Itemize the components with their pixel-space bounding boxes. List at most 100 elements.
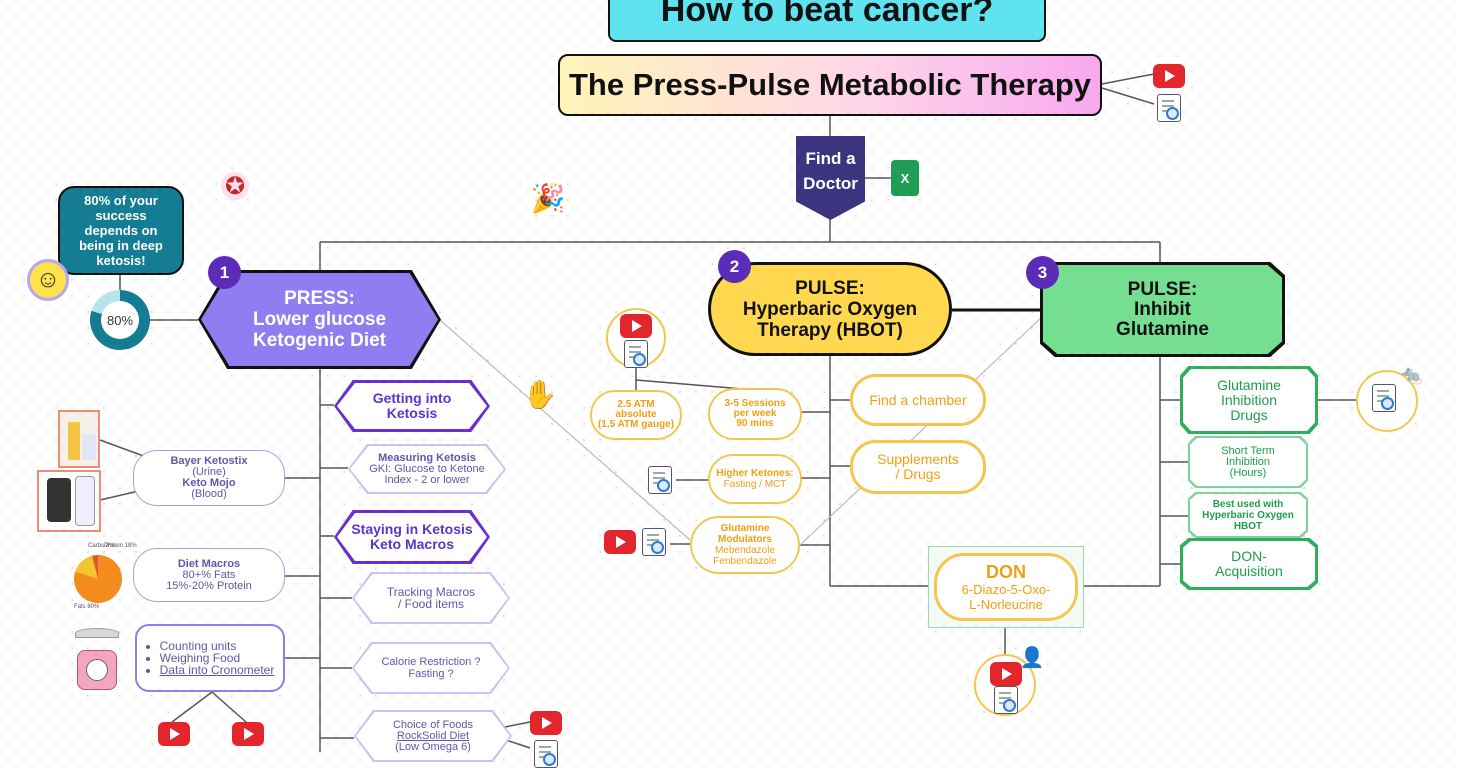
step-getting-into-ketosis[interactable]: Getting into Ketosis	[337, 383, 487, 429]
tracking-list-node[interactable]: Counting units Weighing Food Data into C…	[135, 624, 285, 692]
step3-line2: Keto Macros	[369, 536, 455, 552]
research-doc-icon[interactable]	[1372, 384, 1396, 412]
glutamine-drugs-node[interactable]: Glutamine Inhibition Drugs	[1183, 369, 1315, 431]
ketostix-label: Bayer Ketostix	[170, 455, 248, 467]
party-popper-icon: 🎉	[530, 182, 566, 214]
keto-mojo-type: (Blood)	[191, 488, 227, 500]
ketones-line1: Higher Ketones:	[716, 468, 794, 479]
step6-line2: RockSolid Diet	[396, 729, 470, 742]
step-measuring-ketosis[interactable]: Measuring Ketosis GKI: Glucose to Ketone…	[350, 446, 504, 492]
step-number-3-text: 3	[1037, 262, 1048, 282]
drugs-line1: Glutamine	[1217, 376, 1281, 393]
research-doc-icon[interactable]	[642, 528, 666, 556]
best-used-node[interactable]: Best used with Hyperbaric Oxygen HBOT	[1190, 494, 1306, 536]
tracking-item-2: Weighing Food	[160, 652, 275, 664]
step6-line1: Choice of Foods	[392, 718, 474, 731]
modulators-line4: Fenbendazole	[713, 556, 777, 567]
hbot-line3: Therapy (HBOT)	[757, 319, 903, 341]
success-bubble: 80% of your success depends on being in …	[58, 186, 184, 275]
therapy-title-text: The Press-Pulse Metabolic Therapy	[568, 67, 1091, 102]
atm-pressure-node[interactable]: 2.5 ATM absolute (1.5 ATM gauge)	[590, 390, 682, 440]
atm-line2: absolute	[615, 409, 657, 420]
ketostix-product-image	[58, 410, 100, 468]
youtube-icon[interactable]	[990, 662, 1022, 686]
short-term-node[interactable]: Short Term Inhibition (Hours)	[1190, 438, 1306, 486]
research-doc-icon[interactable]	[534, 740, 558, 768]
ketostix-box	[82, 434, 96, 460]
excel-icon[interactable]: X	[891, 160, 919, 196]
step-number-2: 2	[718, 250, 751, 283]
supplements-node[interactable]: Supplements / Drugs	[850, 440, 986, 494]
pie-label-carbs: Carbs 2%	[88, 543, 115, 549]
press-line1: PRESS:	[284, 288, 355, 309]
acquisition-node[interactable]: DON- Acquisition	[1183, 541, 1315, 587]
press-node[interactable]: PRESS: Lower glucose Ketogenic Diet	[201, 273, 438, 366]
youtube-icon[interactable]	[158, 722, 190, 746]
find-doctor-node[interactable]: Find a Doctor	[796, 136, 865, 220]
hbot-line1: PULSE:	[795, 277, 865, 299]
find-chamber-node[interactable]: Find a chamber	[850, 374, 986, 426]
diet-macros-fats: 80+% Fats	[182, 568, 236, 581]
keto-mojo-meter	[47, 478, 71, 522]
donut-percent: 80%	[106, 312, 134, 328]
step2-line1: Measuring Ketosis	[378, 451, 476, 464]
glutamine-node[interactable]: PULSE: Inhibit Glutamine	[1043, 265, 1282, 354]
step4-line2: / Food items	[397, 597, 465, 611]
scale-dial	[86, 659, 108, 681]
ketones-line2: Fasting / MCT	[723, 479, 787, 490]
higher-ketones-node[interactable]: Higher Ketones: Fasting / MCT	[708, 454, 802, 504]
doctor-line1: Find a	[805, 149, 856, 168]
research-doc-icon[interactable]	[994, 686, 1018, 714]
step-number-1: 1	[208, 256, 241, 289]
best-used-line1: Best used with	[1212, 498, 1284, 510]
step-choice-of-foods[interactable]: Choice of Foods RockSolid Diet (Low Omeg…	[356, 712, 510, 760]
step-calorie-restriction[interactable]: Calorie Restriction ? Fasting ?	[354, 644, 508, 692]
step3-line1: Staying in Ketosis	[351, 521, 473, 537]
modulators-line1: Glutamine	[720, 523, 770, 534]
keto-mojo-phone	[75, 476, 95, 526]
step-staying-in-ketosis[interactable]: Staying in Ketosis Keto Macros	[337, 513, 487, 561]
research-doc-icon[interactable]	[648, 466, 672, 494]
step4-line1: Tracking Macros	[386, 585, 476, 599]
chamber-label: Find a chamber	[869, 392, 967, 408]
step-number-1-text: 1	[219, 262, 230, 282]
youtube-icon[interactable]	[530, 711, 562, 735]
youtube-icon[interactable]	[604, 530, 636, 554]
therapy-title: The Press-Pulse Metabolic Therapy	[558, 54, 1102, 116]
don-line2: L-Norleucine	[969, 597, 1043, 612]
supplements-line1: Supplements	[877, 451, 959, 467]
donut-label: 80%	[101, 301, 139, 339]
don-node[interactable]: DON 6-Diazo-5-Oxo- L-Norleucine	[934, 553, 1078, 621]
step1-line1: Getting into	[372, 390, 452, 406]
ketone-tools-node[interactable]: Bayer Ketostix (Urine) Keto Mojo (Blood)	[133, 450, 285, 506]
kitchen-scale-icon	[73, 628, 121, 692]
youtube-icon[interactable]	[1153, 64, 1185, 88]
supplements-line2: / Drugs	[895, 466, 941, 482]
keto-mojo-label: Keto Mojo	[182, 477, 236, 489]
research-doc-icon[interactable]	[1157, 94, 1181, 122]
step5-line1: Calorie Restriction ?	[381, 656, 481, 668]
waving-hand-icon: ✋	[522, 378, 558, 410]
sessions-line1: 3-5 Sessions	[724, 398, 786, 409]
step6-line3: (Low Omega 6)	[395, 740, 471, 753]
diet-macros-title: Diet Macros	[177, 557, 241, 570]
pie-label-fats: Fats 80%	[74, 604, 100, 610]
diet-macros-node[interactable]: Diet Macros 80+% Fats 15%-20% Protein	[133, 548, 285, 602]
pie-label-protein: Protein 18%	[104, 543, 137, 549]
step-tracking-macros[interactable]: Tracking Macros / Food items	[354, 574, 508, 622]
tracking-item-3[interactable]: Data into Cronometer	[160, 664, 275, 676]
glutamine-modulators-node[interactable]: Glutamine Modulators Mebendazole Fenbend…	[690, 516, 800, 574]
best-used-line2: Hyperbaric Oxygen	[1202, 509, 1294, 521]
glutamine-line3: Glutamine	[1116, 318, 1209, 340]
sessions-node[interactable]: 3-5 Sessions per week 90 mins	[708, 388, 802, 440]
research-doc-icon[interactable]	[624, 340, 648, 368]
step5-line2: Fasting ?	[408, 668, 454, 680]
acquisition-line2: Acquisition	[1215, 563, 1283, 579]
page-title-text: How to beat cancer?	[660, 0, 994, 29]
hbot-node[interactable]: PULSE: Hyperbaric Oxygen Therapy (HBOT)	[708, 262, 952, 356]
tracking-list: Counting units Weighing Food Data into C…	[146, 640, 275, 676]
step2-line3: Index - 2 or lower	[384, 473, 470, 486]
youtube-icon[interactable]	[232, 722, 264, 746]
youtube-icon[interactable]	[620, 314, 652, 338]
page-title: How to beat cancer?	[608, 0, 1046, 42]
